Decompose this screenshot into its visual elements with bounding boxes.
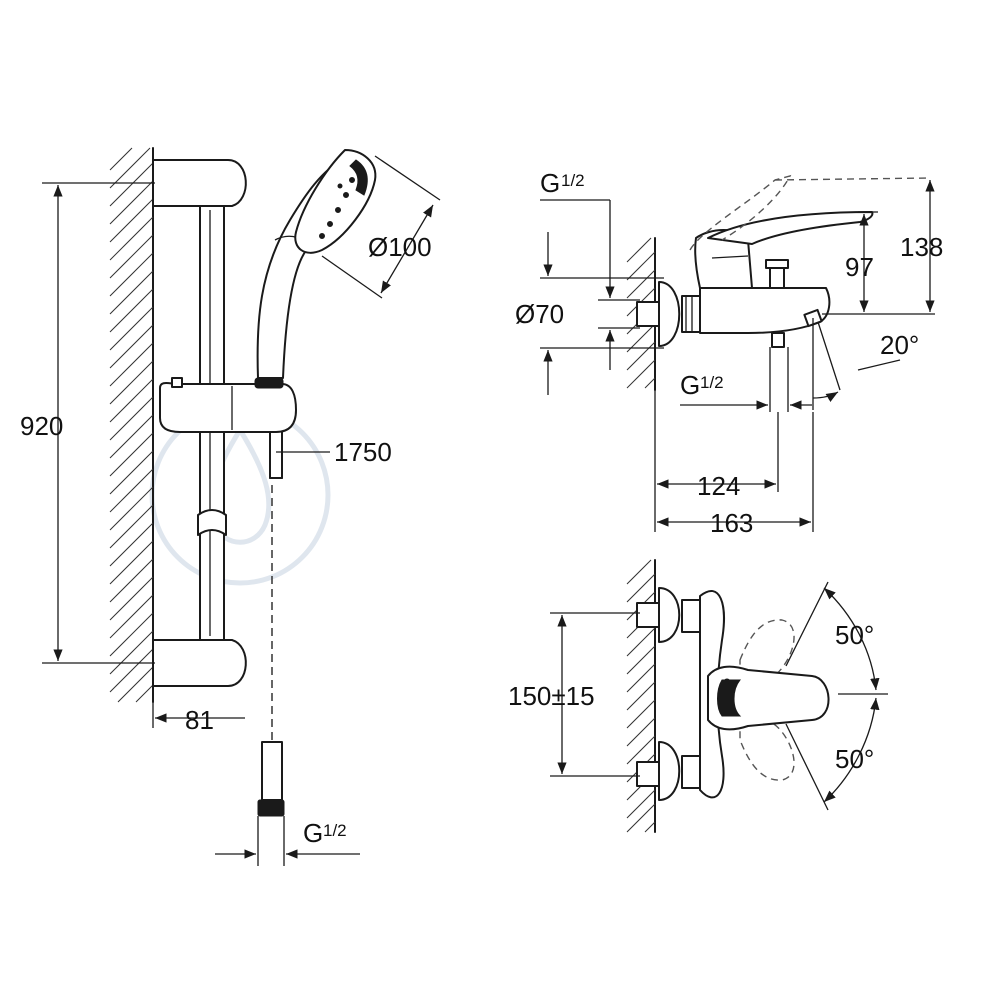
spray-nozzles xyxy=(319,177,355,239)
shower-outlet xyxy=(771,332,785,348)
dim-lever-angles: 50° 50° xyxy=(785,581,888,811)
slider-knob xyxy=(171,377,183,388)
connector-thread xyxy=(681,295,701,333)
label-138: 138 xyxy=(900,232,943,262)
bottom-bracket xyxy=(152,639,247,687)
slider-holder-knurl xyxy=(254,377,284,389)
label-150-15: 150±15 xyxy=(508,681,595,711)
hose-end xyxy=(261,741,283,801)
upper-inlet-nut xyxy=(636,602,660,628)
diverter-cap xyxy=(765,259,789,269)
watermark-logo xyxy=(149,404,331,586)
rail-break xyxy=(197,509,227,536)
label-angle-20: 20° xyxy=(880,330,919,360)
lower-escutcheon xyxy=(658,741,681,801)
dim-head-diameter: Ø100 xyxy=(321,155,441,299)
label-diameter-70: Ø70 xyxy=(515,299,564,329)
top-bracket xyxy=(152,159,247,207)
dim-height-138: 138 xyxy=(900,180,943,312)
dim-wall-distance: 81 xyxy=(152,702,245,735)
lever-dot xyxy=(723,678,731,686)
label-diameter-100: Ø100 xyxy=(368,232,432,262)
label-163: 163 xyxy=(710,508,753,538)
wall-hatching-bottom-right xyxy=(626,559,656,833)
label-81: 81 xyxy=(185,705,214,735)
wall-hatching-left xyxy=(109,147,154,703)
lever-handle xyxy=(707,211,874,245)
lower-connector xyxy=(681,755,701,789)
upper-connector xyxy=(681,599,701,633)
inlet-nut xyxy=(636,301,660,327)
label-1750: 1750 xyxy=(334,437,392,467)
dim-centres: 150±15 xyxy=(508,612,640,777)
label-g-spout: G xyxy=(680,370,700,400)
dim-hose-length: 1750 xyxy=(276,437,392,467)
dim-escutcheon-diameter: Ø70 xyxy=(515,232,664,395)
label-124: 124 xyxy=(697,471,740,501)
upper-escutcheon xyxy=(658,587,681,643)
shower-rail-view: 920 Ø100 1750 81 G 1/2 xyxy=(20,147,441,866)
label-920: 920 xyxy=(20,411,63,441)
shower-head-face xyxy=(294,149,377,254)
label-97: 97 xyxy=(845,252,874,282)
lever-indicator xyxy=(717,679,742,717)
label-angle-50-up: 50° xyxy=(835,620,874,650)
mixer-front-view: 150±15 50° 50° xyxy=(508,559,888,833)
handle-base xyxy=(694,229,753,289)
hose-nut xyxy=(257,799,285,817)
dim-hose-thread: G 1/2 xyxy=(215,816,360,866)
label-g-inlet: G xyxy=(540,168,560,198)
label-g-spout-fraction: 1/2 xyxy=(700,373,724,392)
label-g-hose: G xyxy=(303,818,323,848)
label-angle-50-down: 50° xyxy=(835,744,874,774)
lower-inlet-nut xyxy=(636,761,660,787)
dim-inlet-thread: G 1/2 xyxy=(540,168,640,370)
label-g-hose-fraction: 1/2 xyxy=(323,821,347,840)
lever-ghost-down xyxy=(739,718,795,781)
slider xyxy=(159,382,297,433)
dim-spout-angle: 20° xyxy=(812,318,919,410)
dim-rail-length: 920 xyxy=(20,182,155,664)
dim-spout-thread: G 1/2 xyxy=(680,347,812,412)
mixer-side-view: G 1/2 Ø70 G 1/2 20° xyxy=(515,168,943,538)
dim-spout-reach: 124 xyxy=(654,390,779,532)
dim-overall-depth: 163 xyxy=(657,412,814,538)
escutcheon xyxy=(658,281,681,347)
label-g-inlet-fraction: 1/2 xyxy=(561,171,585,190)
dim-height-97: 97 xyxy=(822,211,935,315)
